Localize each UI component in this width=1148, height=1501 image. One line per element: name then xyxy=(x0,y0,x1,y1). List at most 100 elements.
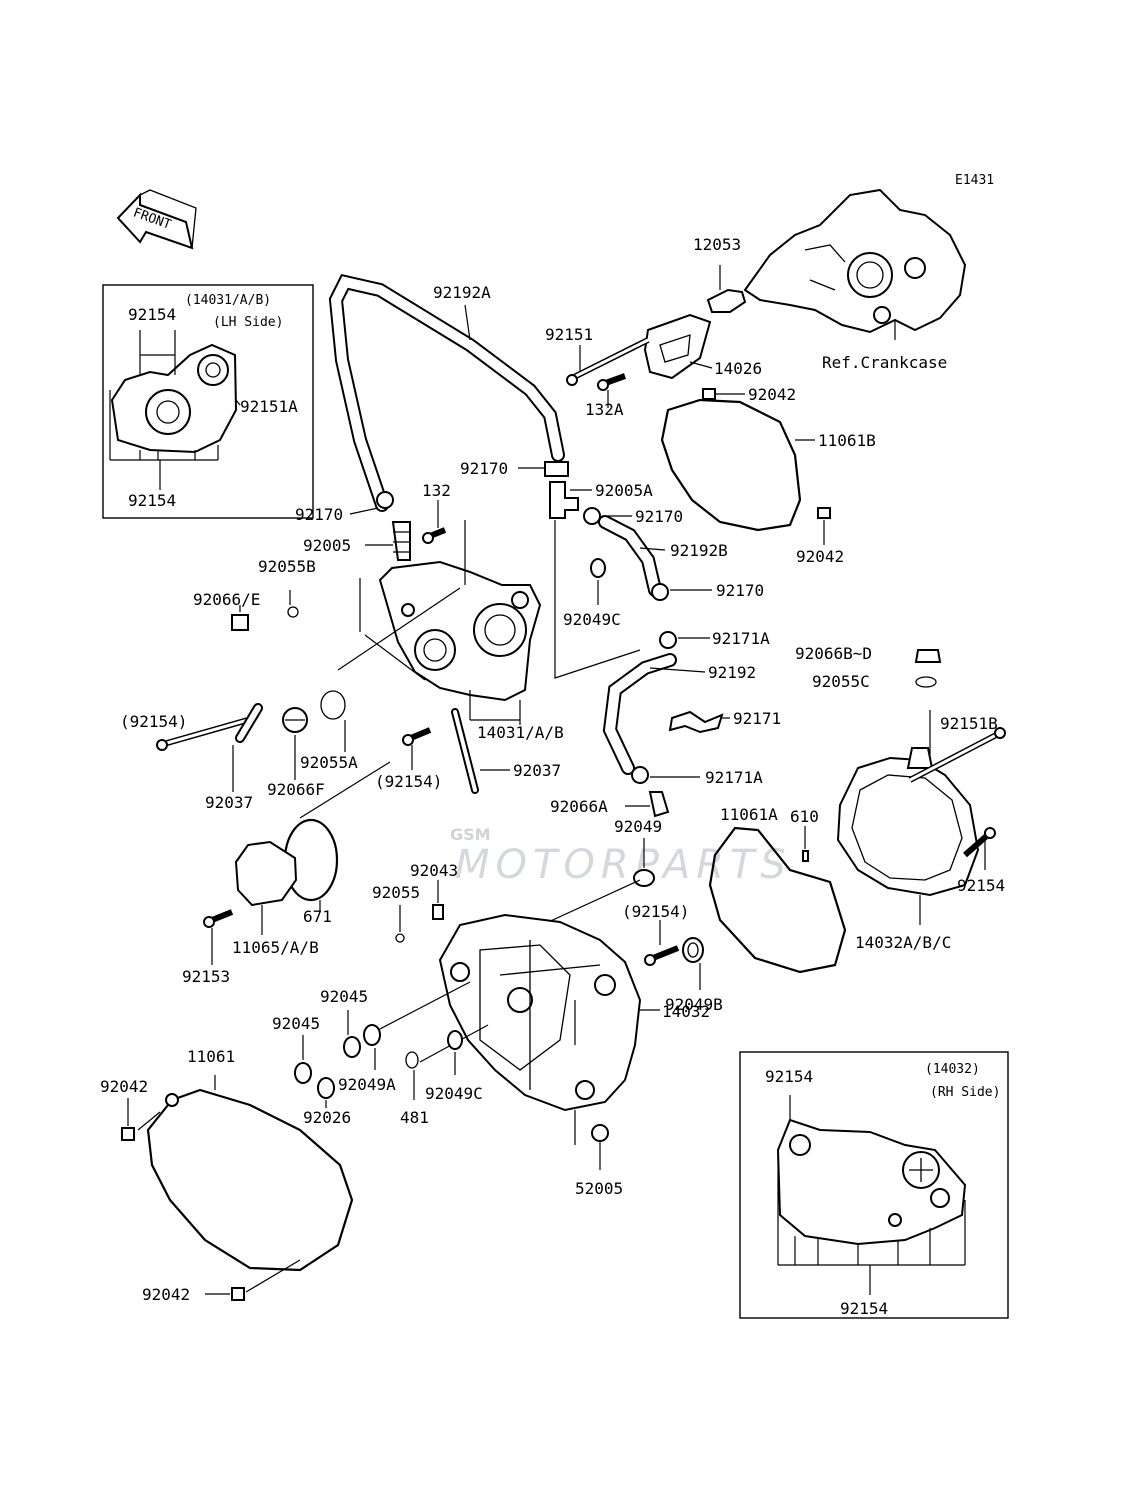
label-92154-r: 92154 xyxy=(957,876,1005,895)
dowel-92043 xyxy=(432,904,444,920)
oring-92055B xyxy=(287,606,299,618)
label-92037-a: 92037 xyxy=(205,793,253,812)
dowel-92042-c xyxy=(121,1127,135,1141)
label-92066F: 92066F xyxy=(267,780,325,799)
label-92049C: 92049C xyxy=(563,610,621,629)
bolt-92154-paren3 xyxy=(644,945,680,966)
label-11061A: 11061A xyxy=(720,805,778,824)
clamp-92170-c xyxy=(376,491,394,509)
label-92066A: 92066A xyxy=(550,797,608,816)
cover-11065 xyxy=(234,840,298,907)
cover-14032ABC xyxy=(836,747,980,897)
watermark: GSM MOTORPARTS xyxy=(450,825,792,888)
oring-92055C xyxy=(915,676,937,688)
clamp-92171A-b xyxy=(631,766,649,784)
crankcase-cover-14032 xyxy=(438,913,642,1112)
inset-lh-top-label: 92154 xyxy=(128,305,176,324)
label-92153: 92153 xyxy=(182,967,230,986)
label-92043: 92043 xyxy=(410,861,458,880)
inset-lh-title2: (LH Side) xyxy=(213,315,283,330)
cover-14031 xyxy=(378,560,542,702)
clip-92171 xyxy=(668,710,724,734)
fitting-92005 xyxy=(391,521,411,561)
gasket-11061A xyxy=(708,826,847,974)
inset-rh-title2: (RH Side) xyxy=(930,1085,1000,1100)
label-14032ABC: 14032A/B/C xyxy=(855,933,951,952)
fitting-92005A xyxy=(549,481,579,519)
dowel-92042-d xyxy=(231,1287,245,1301)
seal-92049C-upper xyxy=(590,558,606,578)
label-92170-b: 92170 xyxy=(635,507,683,526)
label-52005: 52005 xyxy=(575,1179,623,1198)
label-14026: 14026 xyxy=(714,359,762,378)
label-92066E: 92066/E xyxy=(193,590,260,609)
crankcase-reference: Ref.Crankcase 12053 xyxy=(693,188,967,372)
label-92192B: 92192B xyxy=(670,541,728,560)
plug-92066E xyxy=(231,614,249,631)
label-92154-paren-1: (92154) xyxy=(120,712,187,731)
label-92171A-2: 92171A xyxy=(705,768,763,787)
label-92171: 92171 xyxy=(733,709,781,728)
label-ref-crankcase: Ref.Crankcase xyxy=(822,353,947,372)
clamp-92170-a xyxy=(544,461,569,477)
label-92045-b: 92045 xyxy=(272,1014,320,1033)
label-11065: 11065/A/B xyxy=(232,938,319,957)
seal-92049C-lower xyxy=(447,1030,463,1050)
bolt-92154-mid xyxy=(402,727,432,746)
clamp-92171A-a xyxy=(659,631,677,649)
label-14032: 14032 xyxy=(662,1002,710,1021)
bolt-92151B xyxy=(908,727,1006,783)
label-92049C-2: 92049C xyxy=(425,1084,483,1103)
label-14031AB: 14031/A/B xyxy=(477,723,564,742)
diagram-code: E1431 xyxy=(955,173,994,188)
bearing-92045-a xyxy=(343,1036,361,1058)
label-92005: 92005 xyxy=(303,536,351,555)
label-92170-a: 92170 xyxy=(460,459,508,478)
label-92037-b: 92037 xyxy=(513,761,561,780)
bolt-132A xyxy=(597,373,627,391)
hose-92192 xyxy=(602,653,677,775)
seal-52005 xyxy=(591,1124,609,1142)
bearing-92045-b xyxy=(294,1062,312,1084)
collar-92026 xyxy=(317,1077,335,1099)
label-132: 132 xyxy=(422,481,451,500)
label-92042-b: 92042 xyxy=(796,547,844,566)
inset-rh-bottom-label: 92154 xyxy=(840,1299,888,1318)
oring-92055 xyxy=(395,933,405,943)
gasket-11061 xyxy=(146,1088,354,1272)
plug-92066BD xyxy=(914,649,942,663)
part-12053 xyxy=(706,288,747,313)
label-92042-d: 92042 xyxy=(142,1285,190,1304)
label-92042-c: 92042 xyxy=(100,1077,148,1096)
label-92042-a: 92042 xyxy=(748,385,796,404)
label-92151: 92151 xyxy=(545,325,593,344)
label-92049: 92049 xyxy=(614,817,662,836)
inset-rh-title1: (14032) xyxy=(925,1062,980,1077)
label-92026: 92026 xyxy=(303,1108,351,1127)
watermark-brand: MOTORPARTS xyxy=(455,842,792,888)
inset-lh-bottom-label: 92154 xyxy=(128,491,176,510)
bolt-92154-left xyxy=(156,715,256,751)
bolt-92153 xyxy=(203,909,234,928)
seal-92049 xyxy=(633,869,655,887)
clamp-92170-b xyxy=(583,507,601,525)
oring-92055A xyxy=(320,690,346,720)
inset-rh-top-label: 92154 xyxy=(765,1067,813,1086)
dowel-92042-b xyxy=(817,507,831,519)
inset-lh-side: (14031/A/B) (LH Side) 92154 92151A 92154 xyxy=(102,284,314,519)
label-92055: 92055 xyxy=(372,883,420,902)
label-92151B: 92151B xyxy=(940,714,998,733)
plug-92066A xyxy=(648,791,670,818)
label-92154-paren-2: (92154) xyxy=(375,772,442,791)
label-132A: 132A xyxy=(585,400,624,419)
label-92192A: 92192A xyxy=(433,283,491,302)
label-92005A: 92005A xyxy=(595,481,653,500)
label-12053: 12053 xyxy=(693,235,741,254)
watermark-logo: GSM xyxy=(450,825,491,844)
label-92049B: 92049B xyxy=(665,995,723,1014)
bolt-132 xyxy=(422,527,447,544)
bolt-92154-right xyxy=(963,827,996,858)
front-arrow-icon: FRONT xyxy=(116,189,197,250)
clamp-92170-d xyxy=(651,583,669,601)
